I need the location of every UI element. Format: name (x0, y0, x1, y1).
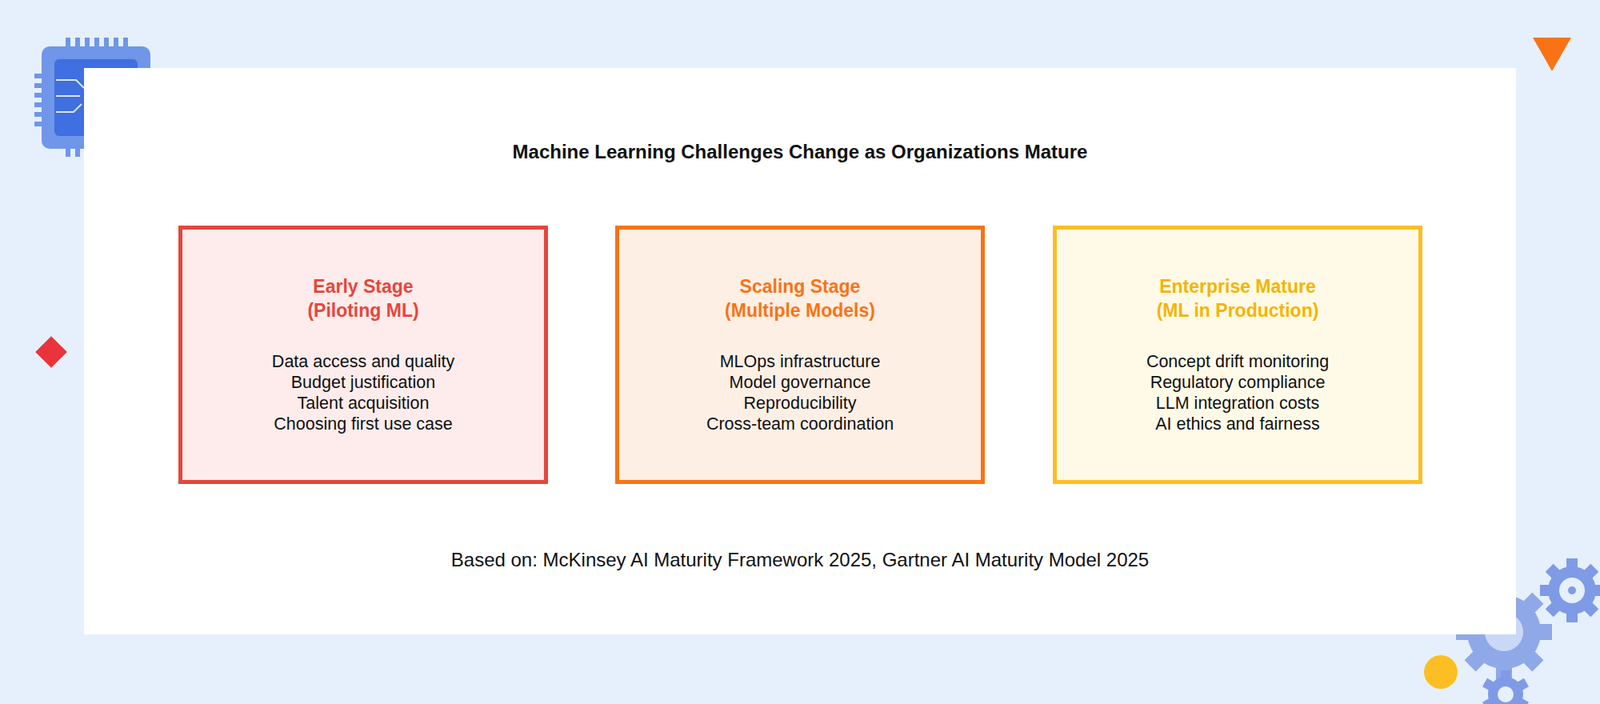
challenge-item: Talent acquisition (182, 392, 544, 414)
stage-heading: Enterprise Mature (ML in Production) (1144, 274, 1331, 323)
source-caption: Based on: McKinsey AI Maturity Framework… (0, 548, 1600, 572)
challenge-item: AI ethics and fairness (1056, 413, 1419, 435)
challenge-item: Regulatory compliance (1056, 372, 1419, 393)
challenge-item: Reproducibility (619, 392, 981, 414)
triangle-shape (1532, 37, 1572, 72)
challenge-list: Data access and qualityBudget justificat… (182, 351, 544, 435)
challenge-item: LLM integration costs (1056, 392, 1419, 414)
challenge-list: Concept drift monitoringRegulatory compl… (1056, 351, 1419, 435)
challenge-item: Model governance (619, 372, 981, 393)
challenge-item: Cross-team coordination (619, 413, 981, 435)
challenge-list: MLOps infrastructureModel governanceRepr… (619, 351, 981, 435)
stage-heading: Early Stage (Piloting ML) (295, 274, 432, 323)
challenge-item: Concept drift monitoring (1056, 351, 1419, 372)
stage-box: Scaling Stage (Multiple Models) MLOps inf… (615, 225, 985, 484)
circle-dot (1424, 655, 1458, 689)
stage-heading: Scaling Stage (Multiple Models) (716, 274, 884, 323)
challenge-item: Choosing first use case (182, 413, 544, 435)
challenge-item: Data access and quality (182, 351, 544, 372)
stage-box: Early Stage (Piloting ML) Data access and… (178, 225, 548, 484)
diamond-shape (35, 336, 68, 368)
challenge-item: Budget justification (182, 372, 544, 393)
diagram-title: Machine Learning Challenges Change as Or… (0, 140, 1600, 164)
stage-box: Enterprise Mature (ML in Production) Conc… (1052, 225, 1423, 484)
challenge-item: MLOps infrastructure (619, 351, 981, 372)
